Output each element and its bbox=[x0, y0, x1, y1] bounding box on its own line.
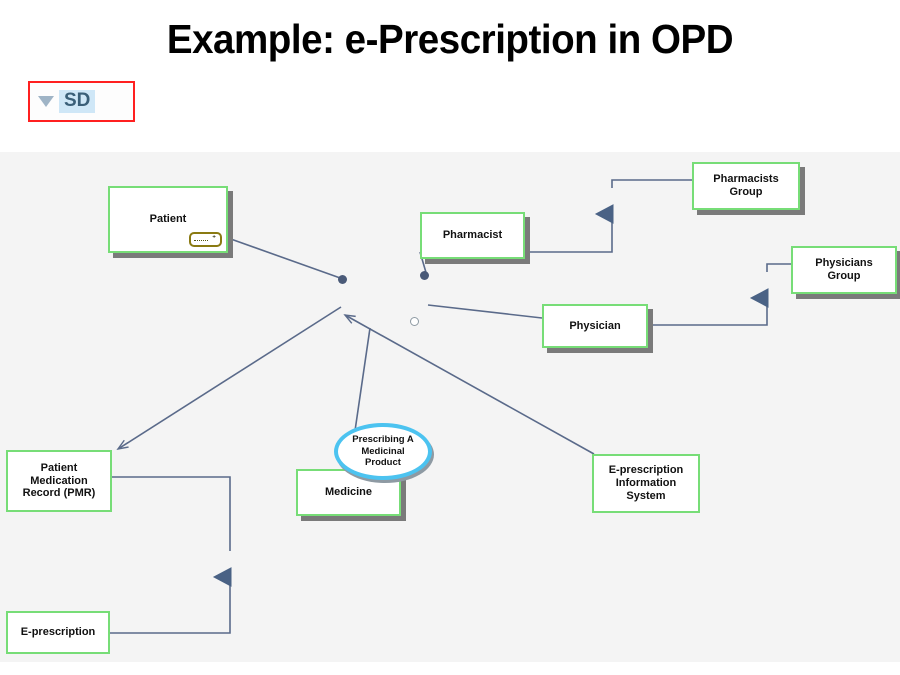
sd-label[interactable]: SD bbox=[59, 90, 96, 113]
node-pharmacist[interactable]: Pharmacist bbox=[420, 212, 525, 259]
node-label: Physicians Group bbox=[815, 257, 873, 282]
diagram-canvas[interactable]: Patient ⁺ Pharmacist Pharmacists Group P… bbox=[0, 152, 900, 662]
triangle-down-icon[interactable] bbox=[38, 96, 54, 107]
page-title: Example: e-Prescription in OPD bbox=[166, 16, 734, 62]
connection-handle-physician[interactable] bbox=[410, 317, 419, 326]
wire-pharmacist-group bbox=[525, 204, 614, 253]
node-label: E-prescription bbox=[20, 626, 96, 639]
node-label: Patient bbox=[149, 213, 187, 226]
wire-patient-usecase bbox=[227, 237, 344, 280]
wire-epis-usecase bbox=[343, 314, 595, 455]
node-label: Patient Medication Record (PMR) bbox=[22, 461, 96, 500]
wire-pharmacist-group-top bbox=[611, 179, 692, 188]
node-label: Pharmacist bbox=[442, 229, 503, 242]
node-label: Pharmacists Group bbox=[713, 173, 779, 198]
connection-handle-patient[interactable] bbox=[338, 275, 347, 284]
node-e-prescription[interactable]: E-prescription bbox=[6, 611, 110, 654]
connector-layer bbox=[110, 179, 791, 634]
usecase-label: Prescribing A Medicinal Product bbox=[352, 434, 414, 469]
wire-physician-group bbox=[648, 288, 769, 326]
wire-physician-group-top bbox=[766, 263, 791, 272]
node-physician[interactable]: Physician bbox=[542, 304, 648, 348]
note-badge-icon[interactable]: ⁺ bbox=[189, 232, 222, 247]
node-e-prescription-information-system[interactable]: E-prescription Information System bbox=[592, 454, 700, 513]
node-pharmacists-group[interactable]: Pharmacists Group bbox=[692, 162, 800, 210]
node-label: E-prescription Information System bbox=[608, 464, 684, 502]
note-corner-mark: ⁺ bbox=[212, 235, 216, 242]
node-medicine[interactable]: Medicine bbox=[296, 469, 401, 516]
node-patient-medication-record[interactable]: Patient Medication Record (PMR) bbox=[6, 450, 112, 512]
wire-eprescription-pmr bbox=[110, 567, 232, 634]
node-physicians-group[interactable]: Physicians Group bbox=[791, 246, 897, 294]
connection-handle-pharmacist[interactable] bbox=[420, 271, 429, 280]
node-label: Medicine bbox=[324, 486, 373, 499]
wire-eprescription-pmr-top bbox=[112, 476, 231, 551]
wire-usecase-pmr bbox=[116, 306, 342, 451]
sd-toggle-control[interactable]: SD bbox=[28, 81, 135, 122]
wire-physician-usecase bbox=[427, 304, 543, 319]
node-label: Physician bbox=[569, 319, 621, 332]
usecase-prescribing-a-medicinal-product[interactable]: Prescribing A Medicinal Product bbox=[334, 423, 432, 480]
note-lines-mark bbox=[194, 240, 208, 243]
node-patient[interactable]: Patient ⁺ bbox=[108, 186, 228, 253]
